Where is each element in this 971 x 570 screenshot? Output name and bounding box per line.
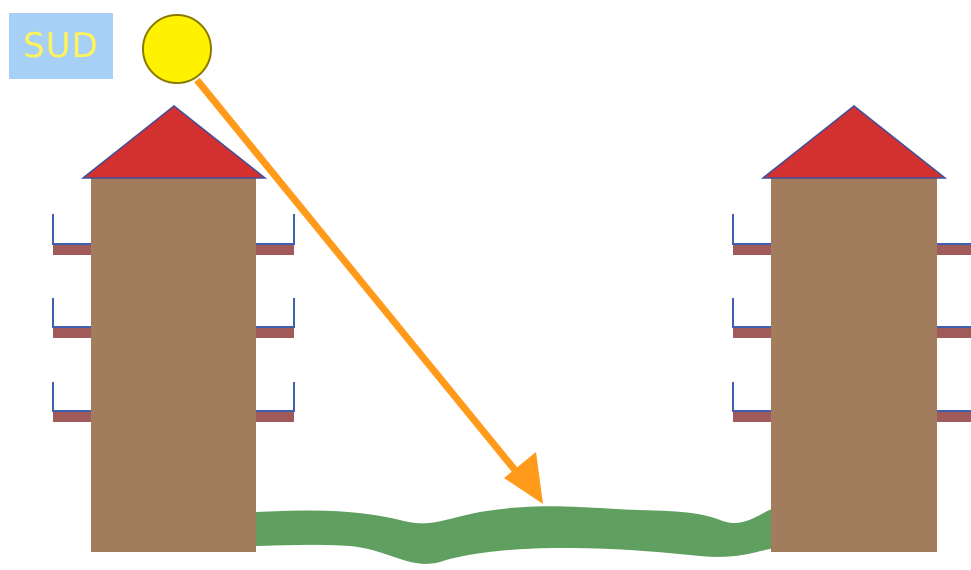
right-building-balcony <box>937 327 971 338</box>
right-building-balcony <box>937 411 971 422</box>
right-building <box>733 106 971 552</box>
left-building-balcony <box>53 298 91 338</box>
right-building-balcony <box>733 298 771 338</box>
left-building-balcony <box>256 298 294 338</box>
left-building-wall <box>91 178 256 552</box>
right-building-roof <box>763 106 945 178</box>
right-building-balcony <box>733 214 771 255</box>
ground-strip <box>256 506 775 564</box>
left-building-balcony <box>53 382 91 422</box>
right-building-wall <box>771 178 937 552</box>
right-building-balcony <box>937 244 971 255</box>
left-building-balcony <box>53 214 91 255</box>
left-building-roof <box>83 106 265 178</box>
left-building <box>53 106 294 552</box>
left-building-balcony <box>256 382 294 422</box>
left-building-balcony <box>256 214 294 255</box>
sun-icon <box>143 15 211 83</box>
right-building-balcony <box>733 382 771 422</box>
